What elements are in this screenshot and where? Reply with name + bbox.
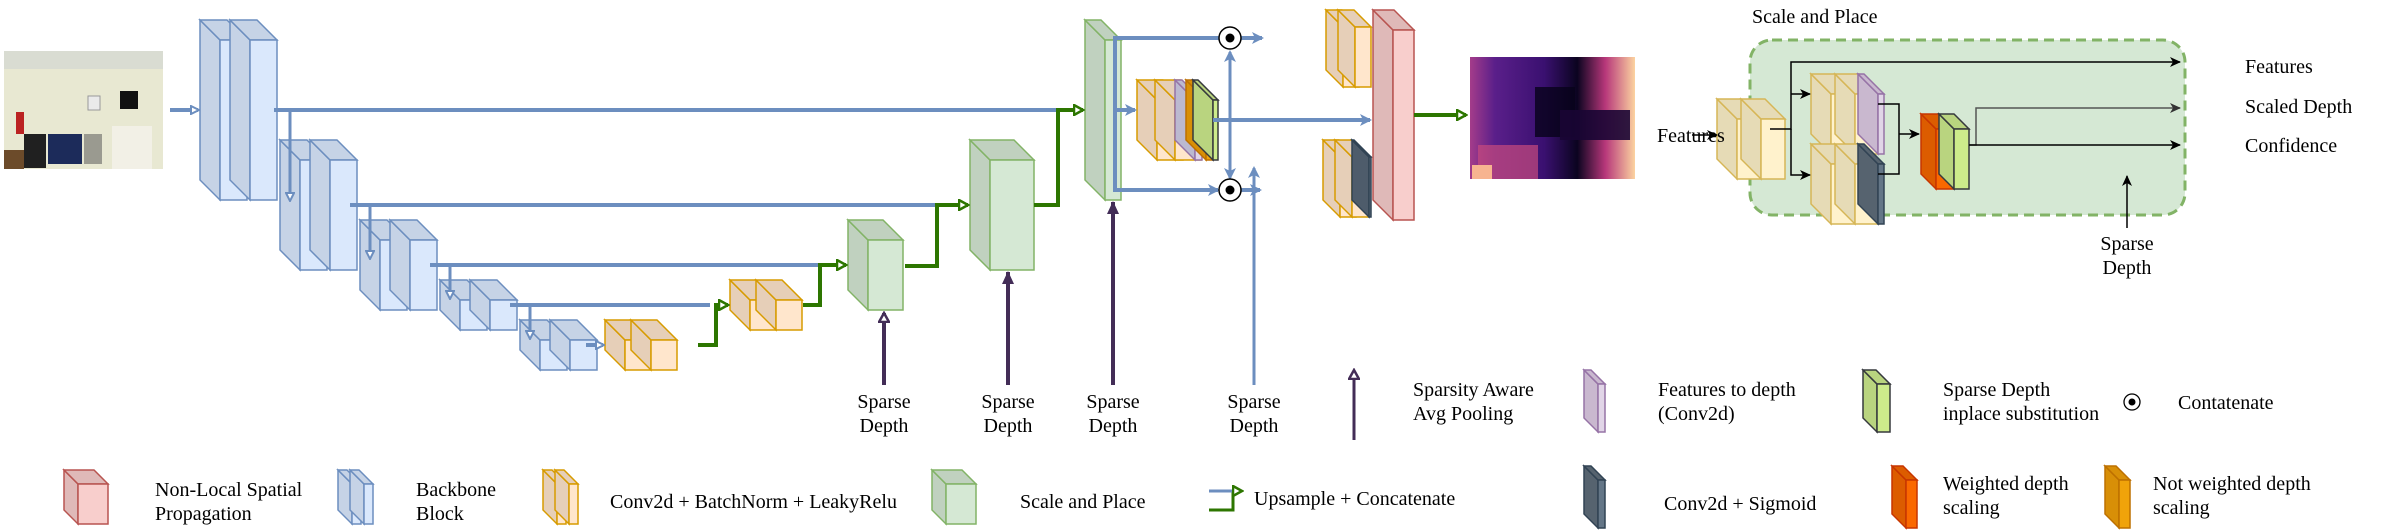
head-bottom-branch-line	[1113, 110, 1220, 196]
detail-output-features-label: Features	[2245, 56, 2313, 78]
input-rgb-image	[4, 51, 163, 169]
backbone-block-1-layer-2	[228, 18, 279, 202]
detail-input-features-label: Features	[1657, 125, 1725, 147]
backbone-block-2	[278, 138, 359, 272]
upsample-arrow-3	[905, 205, 968, 268]
legend-conv-bn-label: Conv2d + BatchNorm + LeakyRelu	[610, 491, 897, 513]
conv-block-decoder-1-layer-2	[629, 318, 679, 372]
scale-and-place-block-1	[846, 218, 905, 312]
detail-to-bottom-branch	[1790, 129, 1811, 180]
legend-upsample-concatenate-label: Upsample + Concatenate	[1254, 488, 1455, 510]
legend-not-weighted-scaling-icon	[2103, 464, 2132, 530]
concat-top-symbol	[1218, 26, 1242, 50]
detail-conv-block-in	[1715, 97, 1787, 181]
output-depth-map	[1470, 57, 1635, 179]
head-conv-sigmoid	[1350, 138, 1373, 219]
upsample-arrow-1	[698, 305, 728, 347]
detail-features-to-depth	[1856, 72, 1886, 156]
legend-concatenate-icon	[2123, 393, 2141, 411]
detail-output-confidence-label: Confidence	[2245, 135, 2337, 157]
backbone-block-4	[438, 278, 519, 332]
legend-features-to-depth-icon	[1582, 368, 1607, 434]
detail-merge-line	[1878, 103, 1900, 175]
upsample-arrow-2	[803, 265, 846, 307]
backbone-block-3-layer-2	[388, 218, 439, 312]
backbone-block-5	[518, 318, 599, 372]
non-local-spatial-propagation-block	[1371, 8, 1416, 222]
conv-block-decoder-2	[728, 278, 804, 332]
backbone-block-3	[358, 218, 439, 312]
scale-and-place-block-2	[968, 138, 1036, 272]
concat-bottom-symbol	[1218, 178, 1242, 202]
detail-features-out-arrow	[1770, 57, 2181, 130]
detail-sparse-substitution	[1937, 112, 1971, 191]
legend-conv-sigmoid-label: Conv2d + Sigmoid	[1664, 493, 1816, 515]
legend-sparse-substitution-icon	[1861, 368, 1892, 434]
legend-concatenate-label: Contatenate	[2178, 392, 2274, 414]
legend-backbone-icon-layer-2	[348, 468, 375, 526]
legend-conv-sigmoid-icon	[1582, 464, 1607, 530]
head-bottom-conv-block	[1321, 138, 1370, 219]
legend-conv-bn-icon	[541, 468, 580, 526]
legend-weighted-scaling-icon	[1890, 464, 1919, 530]
head-top-branch-line	[1113, 36, 1220, 110]
legend-backbone-icon	[336, 468, 375, 526]
head-top-conv-block	[1324, 8, 1373, 89]
legend-upsample-green-line	[1209, 489, 1235, 512]
detail-conv-sigmoid	[1856, 142, 1886, 226]
conv-block-decoder-1	[603, 318, 679, 372]
scale-and-place-title: Scale and Place	[1752, 6, 1878, 28]
upsample-arrow-4	[1034, 110, 1083, 207]
legend-scale-and-place-icon	[930, 468, 978, 526]
detail-output-scaled-depth-label: Scaled Depth	[2245, 96, 2352, 118]
backbone-block-2-layer-2	[308, 138, 359, 272]
legend-scale-and-place-label: Scale and Place	[1020, 491, 1146, 513]
backbone-block-4-layer-2	[468, 278, 519, 332]
head-top-conv-block-layer-2	[1336, 8, 1373, 89]
legend-conv-bn-icon-layer-2	[553, 468, 580, 526]
legend-nlsp-icon	[62, 468, 110, 526]
legend-features-to-depth-label: Features to depth(Conv2d)	[1658, 379, 1796, 425]
conv-block-decoder-2-layer-2	[754, 278, 804, 332]
head-sparse-substitution	[1191, 78, 1220, 162]
backbone-block-1	[198, 18, 279, 202]
